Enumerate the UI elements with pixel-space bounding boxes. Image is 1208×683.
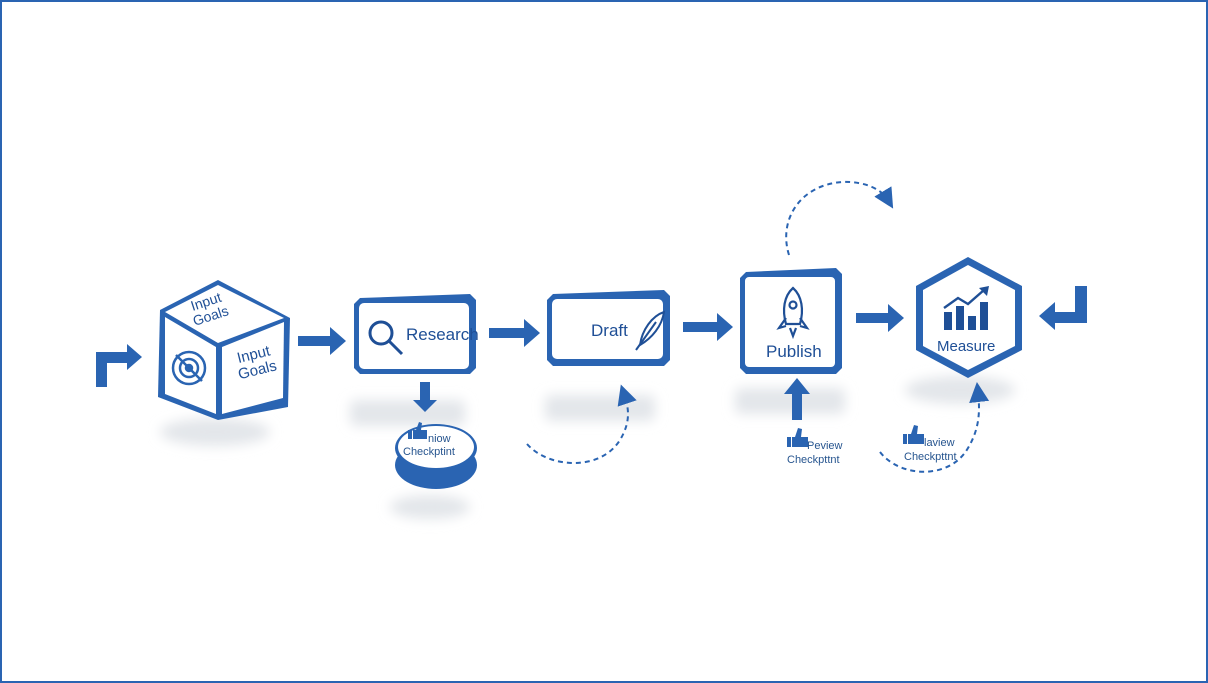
arrow-draft-publish [683,313,733,341]
floor-shadows [160,376,1015,519]
target-icon [171,350,207,386]
input-goals-cube[interactable] [158,280,290,420]
thumbs-up-icon [787,428,808,447]
return-arrow [1039,286,1087,330]
measure-label: Measure [937,338,996,355]
publish-checkpoint-line1: Peview [807,440,843,452]
research-label: Research [406,325,479,344]
rocket-icon [776,286,810,340]
measure-checkpoint-line2: Checkpttnt [904,451,957,463]
publish-node[interactable] [740,268,842,374]
draft-node[interactable] [547,290,670,366]
arrow-input-research [298,327,346,355]
research-node[interactable] [354,294,476,374]
arrow-checkpoint-publish [784,378,810,420]
dashed-loops [526,180,990,473]
arrow-publish-measure [856,304,904,332]
thumbs-up-icon [903,425,924,444]
thumbs-up-icon [408,422,427,439]
measure-checkpoint-line1: laview [924,437,955,449]
search-icon [368,320,404,356]
research-checkpoint-line1: niow [428,433,451,445]
entry-arrow [96,344,142,387]
measure-node[interactable] [916,257,1022,378]
research-checkpoint-line2: Checkptint [403,446,455,458]
publish-checkpoint-line2: Checkpttnt [787,454,840,466]
feather-icon [635,310,666,351]
bar-chart-icon [943,286,989,330]
arrow-research-checkpoint [413,382,437,412]
draft-label: Draft [591,321,628,340]
publish-label: Publish [766,342,822,361]
arrow-research-draft [489,319,540,347]
